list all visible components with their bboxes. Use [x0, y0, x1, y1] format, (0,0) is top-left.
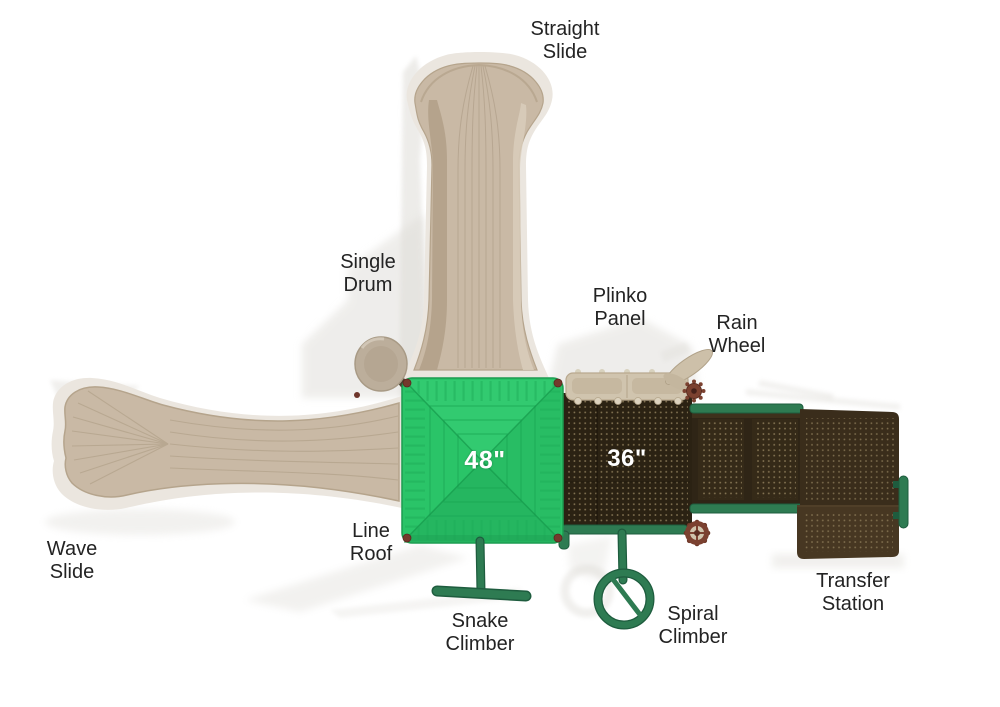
rain-wheel-label: Rain Wheel — [708, 312, 766, 357]
transfer-station-label: Transfer Station — [816, 570, 890, 615]
snake-climber — [431, 536, 532, 602]
spiral-climber — [593, 528, 655, 630]
snake-climber-label: Snake Climber — [445, 610, 515, 655]
single-drum-label: Single Drum — [340, 251, 396, 296]
wave-slide-label: Wave Slide — [46, 538, 98, 583]
walkway — [689, 403, 804, 514]
rain-wheel — [663, 348, 713, 403]
straight-slide-label: Straight Slide — [530, 18, 600, 63]
single-drum — [354, 336, 411, 398]
spiral-climber-label: Spiral Climber — [658, 603, 728, 648]
walkway-top-rail — [689, 403, 804, 414]
transfer-station — [797, 409, 909, 559]
deck-36 — [558, 393, 692, 550]
straight-slide — [402, 52, 553, 378]
transfer-handle — [898, 475, 909, 529]
roof-size-measurement: 48" — [464, 446, 506, 475]
line-roof-label: Line Roof — [349, 520, 393, 565]
deck-size-measurement: 36" — [607, 445, 647, 472]
steering-wheel — [683, 519, 711, 547]
plinko-panel-label: Plinko Panel — [592, 285, 648, 330]
wave-slide — [51, 377, 402, 510]
plinko-panel — [565, 369, 689, 405]
walkway-bottom-rail — [689, 503, 804, 514]
line-roof-structure — [401, 377, 564, 544]
